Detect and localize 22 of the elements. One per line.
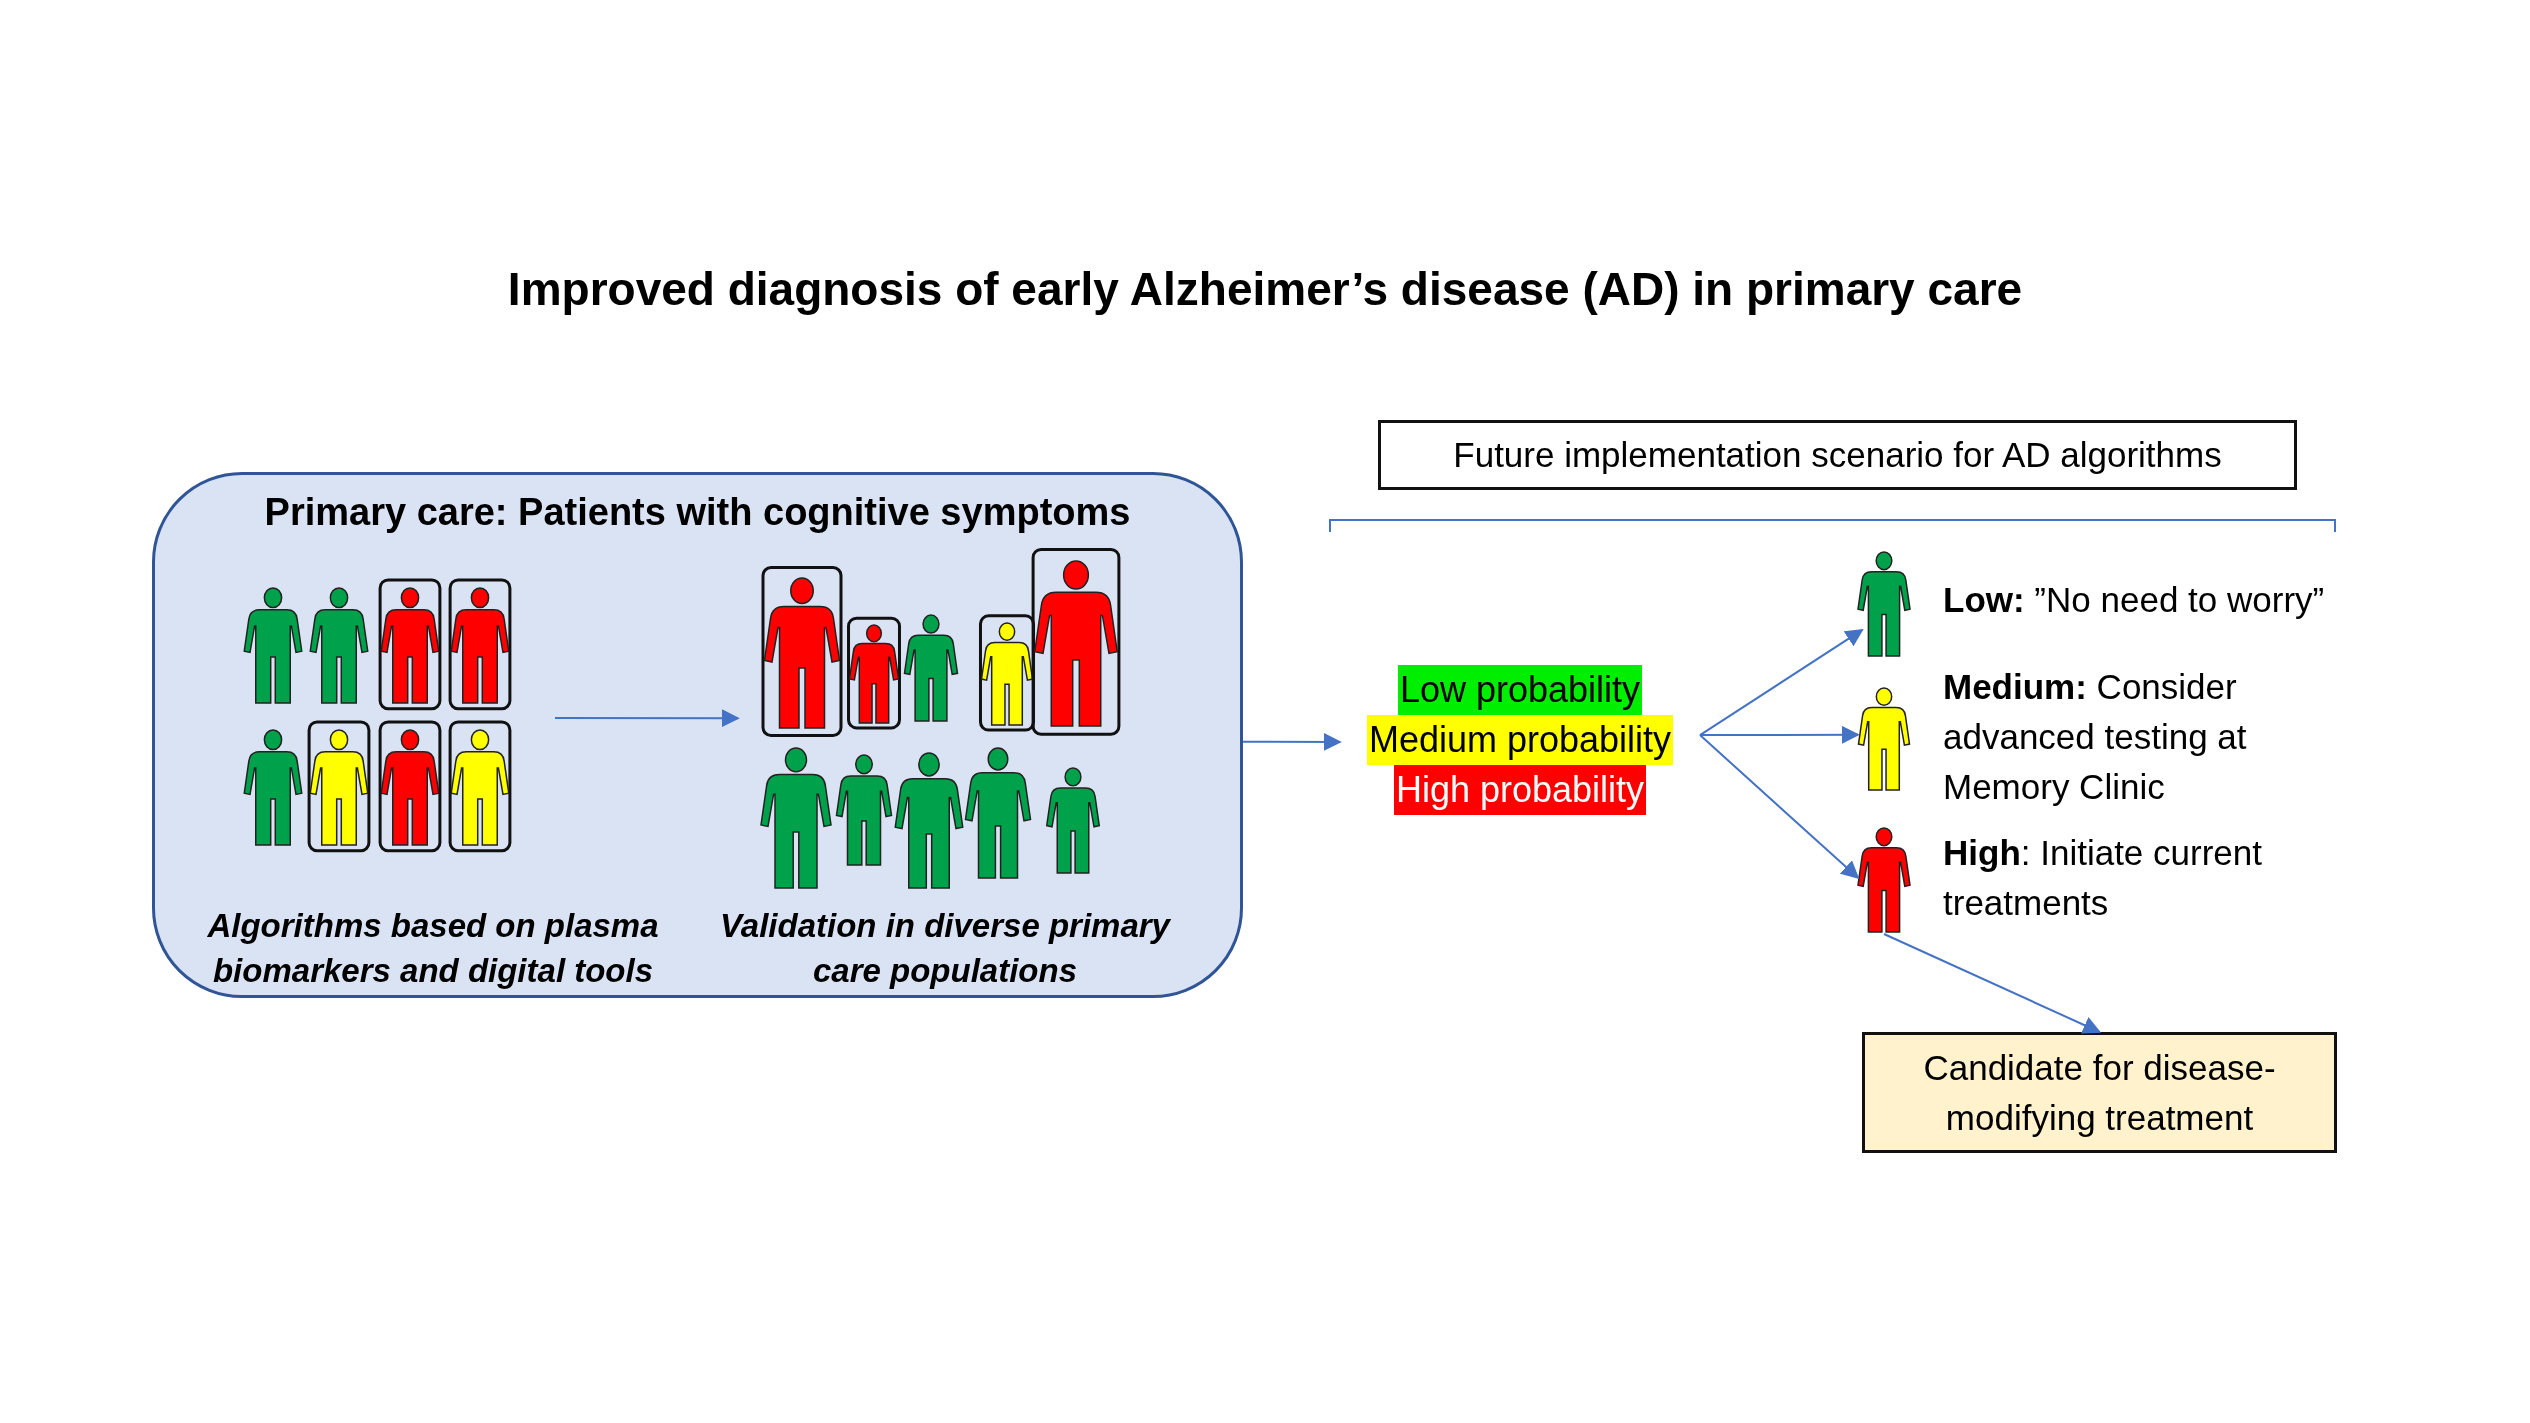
panel-heading: Primary care: Patients with cognitive symptoms — [263, 491, 1132, 534]
arrow — [1883, 933, 2102, 1034]
probability-label: Low probability — [1397, 665, 1643, 715]
caption-text: Algorithms based on plasma biomarkers and digital tools — [206, 906, 660, 991]
person-icon — [1858, 548, 1910, 658]
arrow — [1699, 734, 1860, 880]
person-icon — [1858, 826, 1910, 934]
arrow — [1699, 628, 1864, 737]
probability-label: High probability — [1393, 765, 1647, 815]
diagram-title: Improved diagnosis of early Alzheimer’s disease (AD) in primary care — [506, 262, 2024, 316]
arrow — [1242, 732, 1342, 751]
person-icon — [1858, 686, 1910, 792]
outcome-box: Candidate for disease-modifying treatment — [1862, 1032, 2337, 1153]
arrow — [554, 709, 740, 728]
scenario-title-box: Future implementation scenario for AD algorithms — [1378, 420, 2297, 490]
outcome-text: High: Initiate current treatments — [1943, 832, 2263, 924]
rounded-panel — [152, 472, 1243, 998]
outcome-text: Medium: Consider advanced testing at Memory Clinic — [1943, 666, 2248, 808]
caption-text: Validation in diverse primary care populations — [719, 906, 1172, 991]
arrow — [1699, 725, 1860, 744]
outcome-text: Low: ”No need to worry” — [1943, 579, 2326, 621]
probability-label: Medium probability — [1366, 715, 1674, 765]
